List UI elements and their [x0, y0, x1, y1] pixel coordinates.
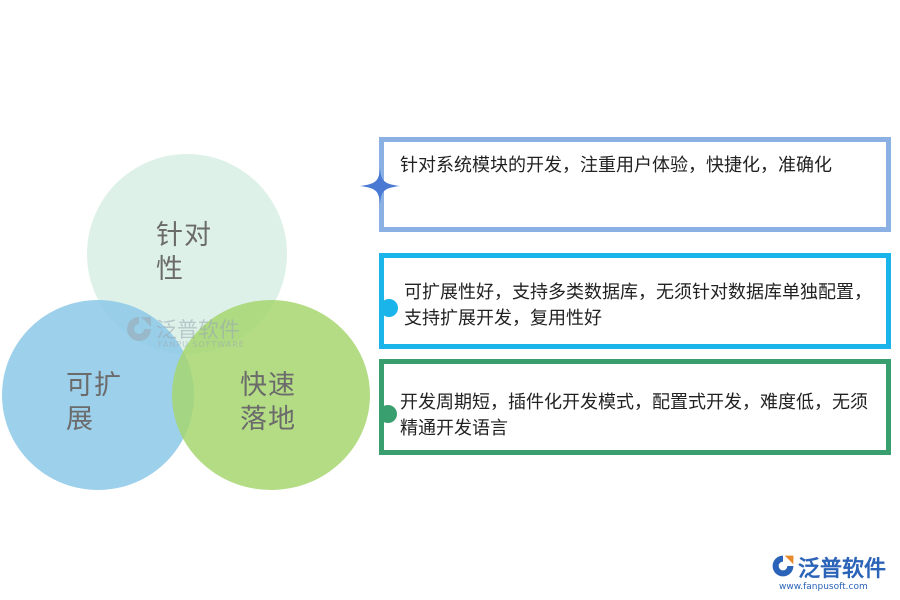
brand-logo: 泛普软件 www.fanpusoft.com [770, 553, 886, 592]
watermark-text: 泛普软件 [156, 318, 240, 342]
logo-icon [772, 555, 794, 577]
feature-box-1 [379, 137, 891, 232]
logo-url: www.fanpusoft.com [779, 582, 868, 592]
circle-label-extensible: 可扩 展 [66, 370, 122, 435]
feature-text-2: 可扩展性好，支持多类数据库，无须针对数据库单独配置，支持扩展开发，复用性好 [404, 282, 872, 329]
watermark-logo-icon [127, 317, 151, 341]
circle-label-rapid-deploy: 快速 落地 [240, 370, 296, 435]
feature-text-3: 开发周期短，插件化开发模式，配置式开发，难度低，无须精通开发语言 [400, 392, 868, 439]
circle-label-targeted: 针对 性 [156, 220, 212, 285]
watermark-subtext: FANPU SOFTWARE [158, 340, 245, 349]
circle-dot-icon [380, 299, 398, 317]
feature-text-1: 针对系统模块的开发，注重用户体验，快捷化，准确化 [400, 155, 832, 176]
feature-box-2 [379, 253, 891, 349]
feature-box-3 [379, 359, 891, 455]
logo-text: 泛普软件 [798, 557, 887, 582]
sparkle-star-icon [360, 168, 400, 204]
circle-extensible [2, 300, 194, 490]
watermark: 泛普软件 FANPU SOFTWARE [124, 314, 244, 349]
circle-rapid-deploy [172, 300, 370, 490]
circle-dot-icon [379, 405, 397, 423]
